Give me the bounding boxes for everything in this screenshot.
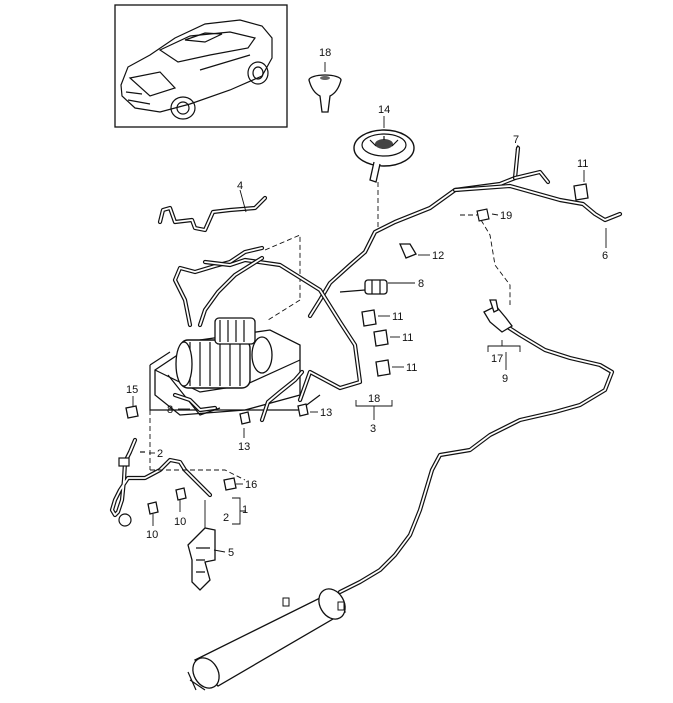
leader-lines <box>132 62 607 553</box>
callout-12: 12 <box>432 250 444 262</box>
line-connector-8 <box>339 279 388 295</box>
callout-1: 1 <box>242 504 248 516</box>
callout-10-right: 10 <box>174 516 186 528</box>
line-clip-icon <box>125 183 589 515</box>
vehicle-thumbnail <box>114 4 288 128</box>
callout-6: 6 <box>602 250 608 262</box>
callout-14: 14 <box>378 104 390 116</box>
callout-13-left: 13 <box>238 441 250 453</box>
callout-13-right: 13 <box>320 407 332 419</box>
callout-9: 9 <box>502 373 508 385</box>
pressure-reservoir-icon <box>187 588 347 691</box>
callout-10-left: 10 <box>146 529 158 541</box>
callout-7: 7 <box>513 134 519 146</box>
suv-thumbnail-icon <box>120 19 273 120</box>
callout-17: 17 <box>491 353 503 365</box>
callout-11-a: 11 <box>392 311 403 323</box>
callout-15: 15 <box>126 384 138 396</box>
callout-18-bottom: 18 <box>368 393 380 405</box>
pipe-line-4 <box>157 195 363 403</box>
callout-8-left: 8 <box>167 404 173 416</box>
callout-16: 16 <box>245 479 257 491</box>
callout-2-bottom: 2 <box>223 512 229 524</box>
callout-11-b: 11 <box>402 332 413 344</box>
connector-line-18 <box>264 234 301 321</box>
callout-2-top: 2 <box>157 448 163 460</box>
callout-11-top: 11 <box>577 158 588 170</box>
pipe-line-8 <box>172 369 305 423</box>
reservoir-line <box>337 299 615 595</box>
callout-8-right: 8 <box>418 278 424 290</box>
rubber-grommet-icon <box>308 74 342 113</box>
mounting-bracket-icon <box>187 527 216 591</box>
pipe-lines-main <box>307 145 623 319</box>
air-compressor-icon <box>154 317 301 416</box>
callout-11-c: 11 <box>406 362 417 374</box>
callout-4: 4 <box>237 180 243 192</box>
callout-3: 3 <box>370 423 376 435</box>
callout-labels: 18 14 7 11 4 19 12 6 8 11 11 17 11 9 15 … <box>126 47 608 559</box>
callout-5: 5 <box>228 547 234 559</box>
callout-18-top: 18 <box>319 47 331 59</box>
round-cover-icon <box>353 129 415 183</box>
callout-19: 19 <box>500 210 512 222</box>
